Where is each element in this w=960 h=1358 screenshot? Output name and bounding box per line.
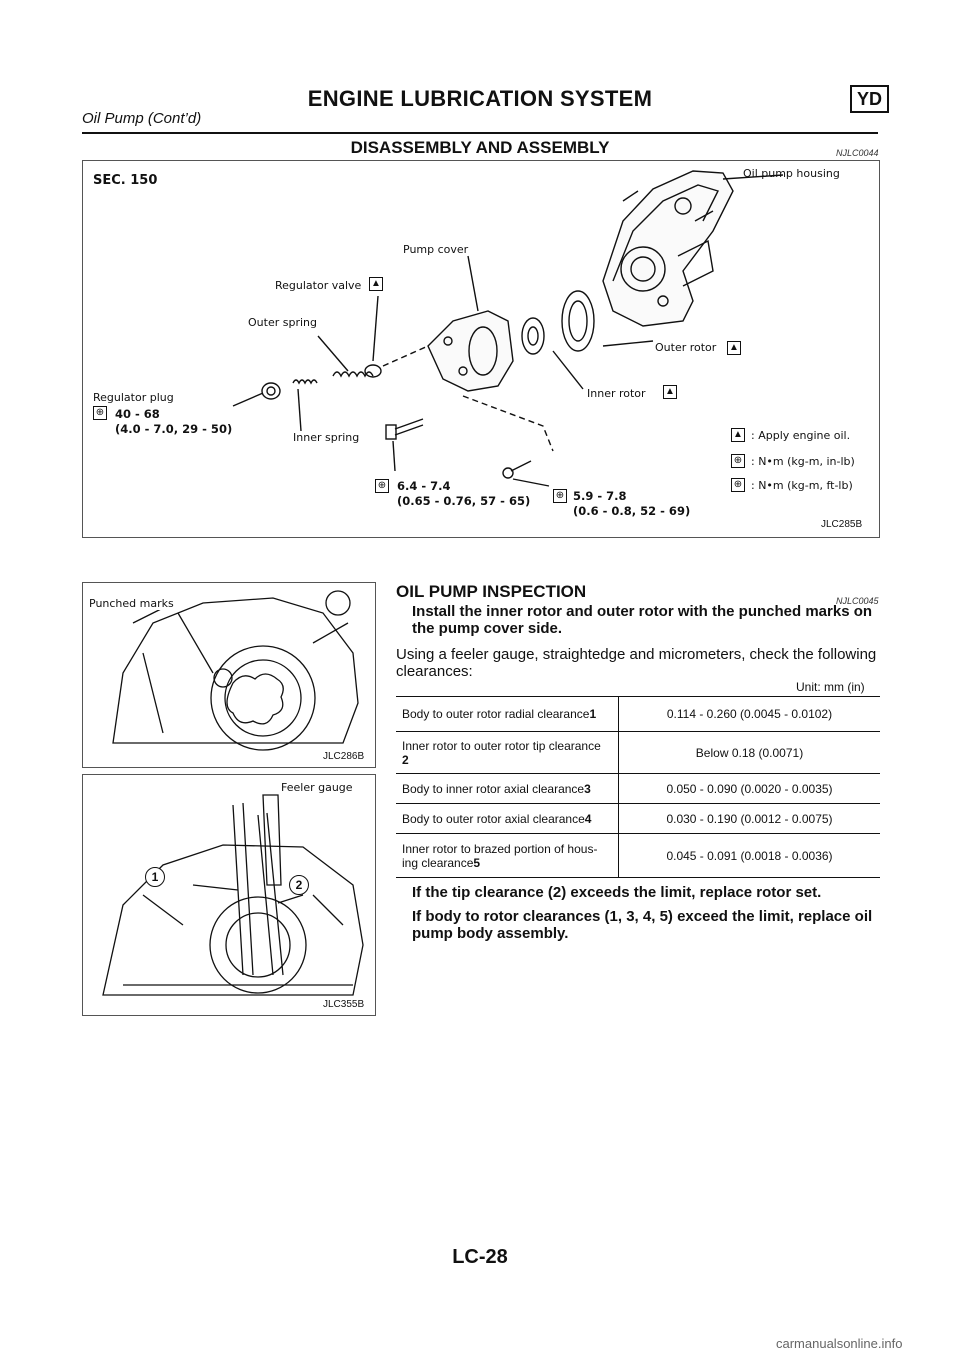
table-row: Body to outer rotor axial clearance4 0.0…	[396, 803, 880, 834]
label-regulator-valve: Regulator valve	[275, 279, 362, 292]
row-label: Body to inner rotor axial clearance	[402, 781, 585, 796]
torque-wrench-icon: ⊕	[731, 454, 745, 468]
page-header-title: ENGINE LUBRICATION SYSTEM	[307, 86, 653, 111]
section-ref-code: NJLC0044	[836, 148, 879, 158]
torque-wrench-icon: ⊕	[553, 489, 567, 503]
punched-marks-drawing	[112, 590, 359, 751]
label-punched-marks: Punched marks	[89, 597, 174, 610]
label-inner-rotor: Inner rotor	[587, 387, 646, 400]
feeler-gauge-figure: Feeler gauge 1 2 JLC355B	[82, 774, 376, 1016]
row-number: 5	[473, 855, 481, 870]
label-oil-pump-housing: Oil pump housing	[743, 167, 840, 180]
section-title-inspection: OIL PUMP INSPECTION	[396, 582, 587, 601]
row-number: 2	[402, 752, 409, 767]
torque-screw-value: 5.9 - 7.8	[573, 489, 627, 503]
engine-badge: YD	[850, 85, 890, 113]
label-inner-spring: Inner spring	[293, 431, 360, 444]
row-value: Below 0.18 (0.0071)	[618, 731, 880, 774]
label-pump-cover: Pump cover	[403, 243, 469, 256]
table-row: Body to outer rotor radial clearance1 0.…	[396, 696, 880, 732]
row-value: 0.114 - 0.260 (0.0045 - 0.0102)	[618, 696, 880, 732]
row-number: 1	[589, 707, 597, 721]
watermark: carmanualsonline.info	[776, 1336, 903, 1351]
exploded-view-figure: SEC. 150 Oil pump housing Pump cover Reg…	[82, 160, 880, 538]
label-regulator-plug: Regulator plug	[93, 391, 174, 404]
marker-1: 1	[145, 867, 165, 887]
exploded-view-drawing	[232, 170, 784, 487]
oil-can-icon: ▲	[369, 277, 383, 291]
row-value: 0.045 - 0.091 (0.0018 - 0.0036)	[618, 833, 880, 878]
torque-screw-converted: (0.6 - 0.8, 52 - 69)	[573, 504, 691, 518]
figure-code: JLC286B	[323, 751, 365, 762]
row-value: 0.050 - 0.090 (0.0020 - 0.0035)	[618, 773, 880, 804]
feeler-gauge-drawing	[102, 794, 364, 996]
punched-marks-figure: Punched marks JLC286B	[82, 582, 376, 768]
label-feeler-gauge: Feeler gauge	[281, 781, 353, 794]
row-label: Body to outer rotor axial clearance	[402, 811, 585, 826]
torque-plug-value: 40 - 68	[115, 407, 160, 421]
row-label: Inner rotor to brazed portion of hous-in…	[402, 841, 598, 870]
row-number: 4	[584, 811, 592, 826]
legend-nm-in-lb: : N•m (kg-m, in-lb)	[751, 455, 855, 468]
figure-code: JLC285B	[821, 519, 863, 530]
legend-apply-oil: : Apply engine oil.	[751, 429, 851, 442]
note-body-clearance: If body to rotor clearances (1, 3, 4, 5)…	[412, 908, 873, 942]
marker-2: 2	[289, 875, 309, 895]
section-ref-code: NJLC0045	[836, 596, 879, 606]
torque-bolt-converted: (0.65 - 0.76, 57 - 65)	[397, 494, 531, 508]
table-row: Inner rotor to outer rotor tip clearance…	[396, 731, 880, 774]
row-value: 0.030 - 0.190 (0.0012 - 0.0075)	[618, 803, 880, 834]
section-number-label: SEC. 150	[93, 173, 158, 188]
row-label: Inner rotor to outer rotor tip clearance	[402, 738, 601, 753]
figure-code: JLC355B	[323, 999, 365, 1010]
oil-can-icon: ▲	[663, 385, 677, 399]
torque-wrench-icon: ⊕	[731, 478, 745, 492]
oil-can-icon: ▲	[727, 341, 741, 355]
page-number: LC-28	[452, 1246, 508, 1268]
instruction-check-clearances: Using a feeler gauge, straightedge and m…	[396, 646, 877, 680]
torque-wrench-icon: ⊕	[93, 406, 107, 420]
header-rule	[82, 132, 878, 134]
page-subtitle: Oil Pump (Cont’d)	[82, 110, 202, 127]
label-outer-rotor: Outer rotor	[655, 341, 717, 354]
instruction-install-rotors: Install the inner rotor and outer rotor …	[412, 603, 873, 637]
legend-nm-ft-lb: : N•m (kg-m, ft-lb)	[751, 479, 853, 492]
oil-can-icon: ▲	[731, 428, 745, 442]
torque-wrench-icon: ⊕	[375, 479, 389, 493]
label-outer-spring: Outer spring	[248, 316, 317, 329]
torque-plug-converted: (4.0 - 7.0, 29 - 50)	[115, 422, 233, 436]
table-row: Body to inner rotor axial clearance3 0.0…	[396, 773, 880, 804]
clearance-table: Body to outer rotor radial clearance1 0.…	[396, 696, 880, 878]
section-title-disassembly: DISASSEMBLY AND ASSEMBLY	[350, 138, 610, 157]
table-row: Inner rotor to brazed portion of hous-in…	[396, 833, 880, 878]
note-tip-clearance: If the tip clearance (2) exceeds the lim…	[412, 884, 822, 901]
torque-bolt-value: 6.4 - 7.4	[397, 479, 451, 493]
row-number: 3	[584, 781, 591, 796]
row-label: Body to outer rotor radial clearance	[402, 707, 590, 721]
unit-label: Unit: mm (in)	[796, 680, 865, 694]
